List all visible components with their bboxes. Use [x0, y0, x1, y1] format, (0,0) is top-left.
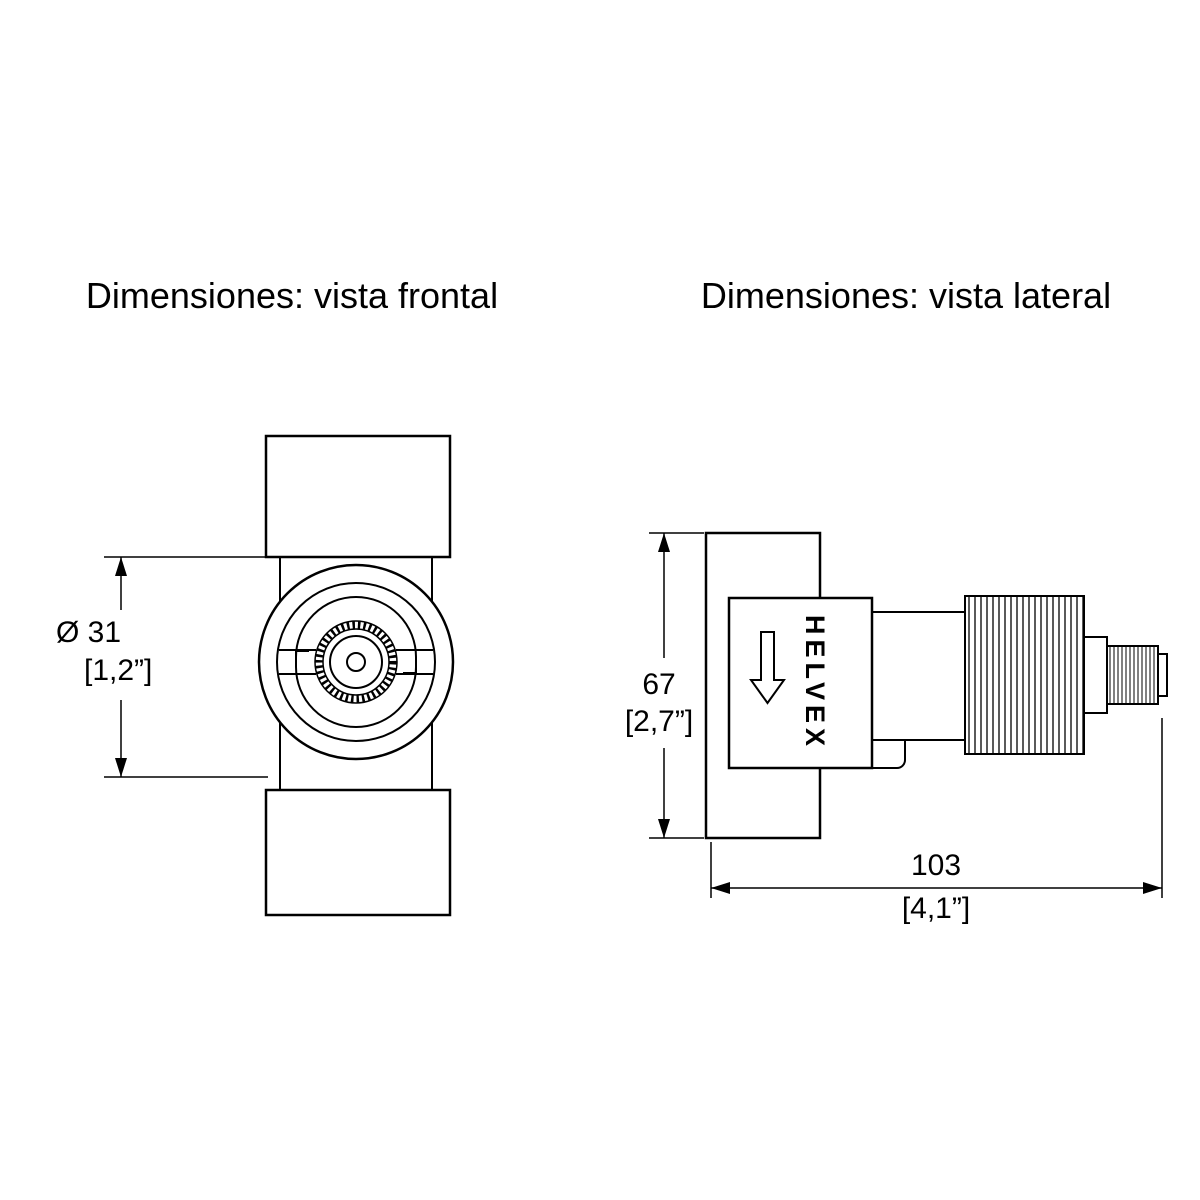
cartridge-ring: [329, 635, 383, 689]
knurl-inner-circle: [322, 628, 390, 696]
height-value: 67: [642, 668, 675, 701]
knurl-outer-circle: [314, 620, 398, 704]
threaded-section: [964, 595, 1085, 755]
arrow-right-icon: [1143, 882, 1162, 894]
width-dimension: 103 [4,1”]: [710, 718, 1163, 925]
splined-stem: [1106, 645, 1159, 705]
diameter-inches: [1,2”]: [84, 654, 152, 687]
stem-shaft: [1083, 636, 1108, 714]
arrow-left-icon: [711, 882, 730, 894]
lateral-view-title: Dimensiones: vista lateral: [701, 275, 1111, 316]
arrow-up-icon: [115, 557, 127, 576]
width-inches: [4,1”]: [902, 892, 970, 925]
height-inches: [2,7”]: [625, 705, 693, 738]
width-value: 103: [911, 849, 961, 882]
frontal-top-pipe: [264, 434, 452, 559]
arrow-up-icon: [658, 533, 670, 552]
body-step: [870, 611, 966, 741]
arrow-down-icon: [115, 758, 127, 777]
arrow-down-icon: [658, 819, 670, 838]
bayonet-arc-top: [295, 596, 417, 674]
center-hole: [346, 652, 366, 672]
lateral-view: HELVEX 67 [2,7”] 103 [4,1”]: [625, 531, 1168, 925]
diameter-value: Ø 31: [56, 616, 121, 649]
frontal-view: Ø 31 [1,2”]: [56, 434, 455, 917]
diameter-dimension: Ø 31 [1,2”]: [56, 556, 268, 778]
flow-direction-arrow-icon: [749, 631, 786, 705]
frontal-bottom-pipe: [264, 788, 452, 917]
knurl-teeth: [315, 621, 397, 703]
valve-outer-circle: [257, 563, 455, 761]
stem-end-cap: [1157, 653, 1168, 697]
height-dimension: 67 [2,7”]: [625, 532, 704, 839]
brand-label: HELVEX: [800, 615, 830, 751]
frontal-view-title: Dimensiones: vista frontal: [86, 275, 498, 316]
valve-inner-ring: [276, 582, 436, 742]
body-lower-step: [870, 739, 906, 769]
bayonet-arc-bottom: [295, 650, 417, 728]
